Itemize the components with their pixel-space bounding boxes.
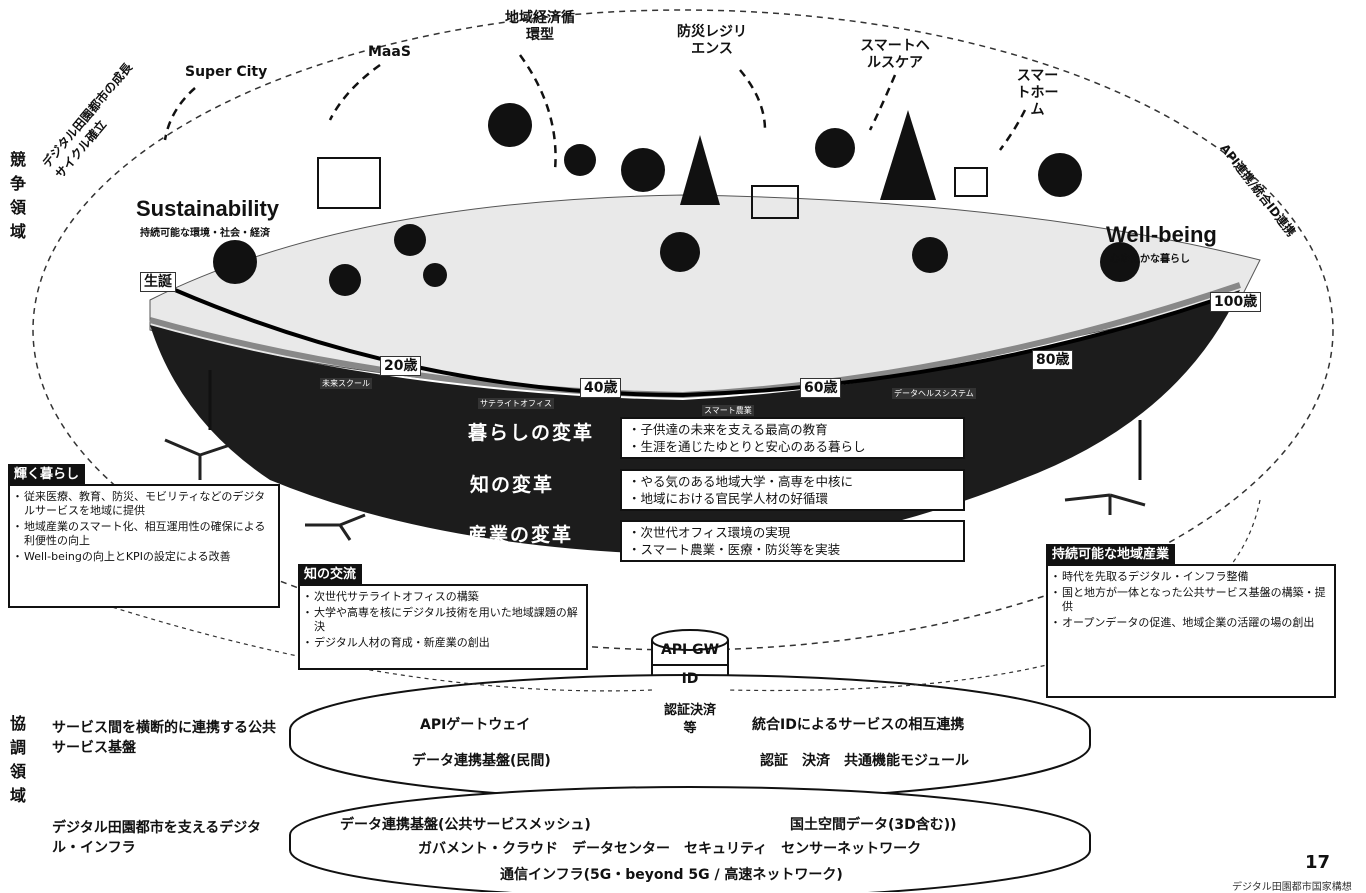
platform-common-modules: 認証 決済 共通機能モジュール <box>760 753 970 769</box>
band-industry-bullet-1: ・次世代オフィス環境の実現 <box>628 525 791 540</box>
age-20: 20歳 <box>380 356 422 376</box>
tag-data-health-system: データヘルスシステム <box>892 388 976 399</box>
sustainability-title: Sustainability <box>136 196 280 221</box>
platform-cloud-infra: ガバメント・クラウド データセンター セキュリティ センサーネットワーク <box>418 841 922 857</box>
platforms <box>289 674 1091 892</box>
platform-upper-side-label: サービス間を横断的に連携する公共サービス基盤 <box>52 720 276 756</box>
band-living-bullets: ・子供達の未来を支える最高の教育 ・生涯を通じたゆとりと安心のある暮らし <box>620 417 965 459</box>
platform-spatial-data: 国土空間データ(3D含む)) <box>790 817 957 833</box>
band-industry-bullet-2: ・スマート農業・医療・防災等を実装 <box>628 542 841 557</box>
platform-lower-side-label: デジタル田園都市を支えるデジタル・インフラ <box>52 820 262 856</box>
band-living-bullet-2: ・生涯を通じたゆとりと安心のある暮らし <box>628 439 866 454</box>
island-legs <box>208 370 1142 480</box>
band-label-knowledge: 知の変革 <box>470 474 555 496</box>
drone-graphics <box>164 438 1146 541</box>
cooperative-area-label: 協調領域 <box>9 714 26 805</box>
platform-integrated-id: 統合IDによるサービスの相互連携 <box>752 717 965 733</box>
service-label-smart-healthcare: スマートヘルスケア <box>860 38 930 71</box>
box-vibrant-living-heading: 輝く暮らし <box>8 464 86 486</box>
competitive-area-label: 競争領域 <box>9 150 26 241</box>
tag-smart-agriculture: スマート農業 <box>702 405 754 416</box>
box-vibrant-living: 輝く暮らし 従来医療、教育、防災、モビリティなどのデジタルサービスを地域に提供 … <box>8 464 280 608</box>
box-knowledge-exchange-item: 次世代サテライトオフィスの構築 <box>302 590 580 604</box>
box-knowledge-exchange-heading: 知の交流 <box>298 564 363 586</box>
band-knowledge-bullet-2: ・地域における官民学人材の好循環 <box>628 491 829 506</box>
platform-data-linkage-private: データ連携基盤(民間) <box>412 753 551 769</box>
sustainability-subtitle: 持続可能な環境・社会・経済 <box>140 228 270 239</box>
band-label-industry: 産業の変革 <box>468 524 574 546</box>
box-sustainable-industry-heading: 持続可能な地域産業 <box>1046 544 1176 566</box>
age-80: 80歳 <box>1032 350 1074 370</box>
service-label-maas: MaaS <box>368 44 411 60</box>
box-sustainable-industry-item: 時代を先取るデジタル・インフラ整備 <box>1050 570 1328 584</box>
box-knowledge-exchange-item: デジタル人材の育成・新産業の創出 <box>302 636 580 650</box>
page-number: 17 <box>1305 852 1331 873</box>
cylinder-id: ID <box>681 671 699 687</box>
box-connectors <box>89 499 1261 692</box>
age-100: 100歳 <box>1210 292 1262 312</box>
service-label-smart-home: スマートホーム <box>1016 68 1059 118</box>
box-knowledge-exchange: 知の交流 次世代サテライトオフィスの構築 大学や高専を核にデジタル技術を用いた地… <box>298 564 588 670</box>
life-timeline <box>174 288 1216 398</box>
age-60: 60歳 <box>800 378 842 398</box>
box-vibrant-living-item: 従来医療、教育、防災、モビリティなどのデジタルサービスを地域に提供 <box>12 490 272 518</box>
box-sustainable-industry-item: オープンデータの促進、地域企業の活躍の場の創出 <box>1050 616 1328 630</box>
box-sustainable-industry-item: 国と地方が一体となった公共サービス基盤の構築・提供 <box>1050 586 1328 614</box>
buildings <box>317 157 988 219</box>
wellbeing-title: Well-being <box>1106 222 1217 247</box>
platform-api-gateway: APIゲートウェイ <box>420 717 531 733</box>
cylinder-auth-payment: 認証決済等 <box>663 703 716 736</box>
band-knowledge-bullet-1: ・やる気のある地域大学・高専を中核に <box>628 474 854 489</box>
band-label-living: 暮らしの変革 <box>468 422 595 444</box>
wellbeing-subtitle: 心ゆたかな暮らし <box>1110 254 1190 265</box>
service-label-super-city: Super City <box>185 64 268 80</box>
service-arrows <box>163 54 1027 171</box>
trees <box>213 103 1140 296</box>
age-40: 40歳 <box>580 378 622 398</box>
tag-future-school: 未来スクール <box>320 378 372 389</box>
box-sustainable-industry: 持続可能な地域産業 時代を先取るデジタル・インフラ整備 国と地方が一体となった公… <box>1046 544 1336 698</box>
service-label-disaster-resilience: 防災レジリエンス <box>677 24 747 57</box>
band-knowledge-bullets: ・やる気のある地域大学・高専を中核に ・地域における官民学人材の好循環 <box>620 469 965 511</box>
age-birth: 生誕 <box>140 272 176 292</box>
platform-network-infra: 通信インフラ(5G・beyond 5G / 高速ネットワーク) <box>500 867 843 883</box>
box-knowledge-exchange-item: 大学や高専を核にデジタル技術を用いた地域課題の解決 <box>302 606 580 634</box>
band-industry-bullets: ・次世代オフィス環境の実現 ・スマート農業・医療・防災等を実装 <box>620 520 965 562</box>
box-vibrant-living-item: 地域産業のスマート化、相互運用性の確保による利便性の向上 <box>12 520 272 548</box>
service-label-regional-economy: 地域経済循環型 <box>505 10 575 43</box>
tag-satellite-office: サテライトオフィス <box>478 398 554 409</box>
box-vibrant-living-item: Well-beingの向上とKPIの設定による改善 <box>12 550 272 564</box>
platform-public-service-mesh: データ連携基盤(公共サービスメッシュ) <box>340 817 591 833</box>
footnote: デジタル田園都市国家構想 <box>1232 882 1352 893</box>
cylinder-api-gw: API GW <box>660 642 720 658</box>
band-living-bullet-1: ・子供達の未来を支える最高の教育 <box>628 422 828 437</box>
